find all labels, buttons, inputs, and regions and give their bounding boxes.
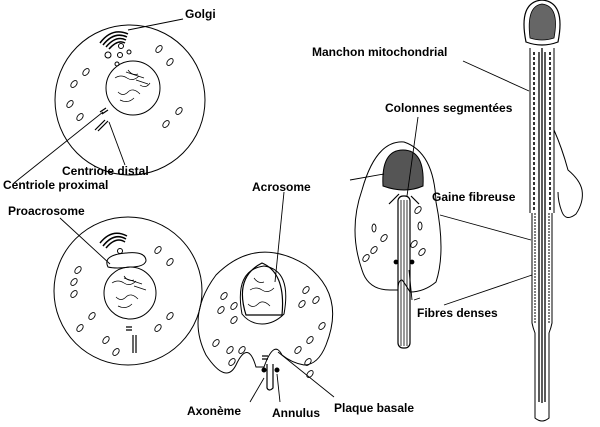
label-colonnes-segmentees: Colonnes segmentées (385, 101, 513, 115)
label-fibres-denses: Fibres denses (417, 306, 498, 320)
label-golgi: Golgi (185, 7, 216, 21)
mitochondria (66, 45, 183, 128)
vesicles (104, 43, 132, 67)
midpiece (529, 48, 555, 403)
mitochondria (212, 286, 326, 378)
label-centriole-distal: Centriole distal (62, 164, 149, 178)
cell-membrane (197, 251, 334, 374)
cell-membrane (54, 24, 206, 176)
label-manchon-mitochondrial: Manchon mitochondrial (312, 45, 448, 59)
mitochondria (362, 206, 426, 262)
acrosome-cap (241, 262, 284, 316)
nucleus (239, 265, 287, 325)
label-acrosome: Acrosome (252, 180, 311, 194)
proacrosome-vesicle (106, 252, 147, 269)
cell-stage-5 (523, 0, 583, 422)
label-gaine-fibreuse: Gaine fibreuse (432, 190, 516, 204)
label-proacrosome: Proacrosome (8, 204, 85, 218)
cell-stage-3 (197, 251, 334, 391)
label-axoneme: Axonème (187, 404, 242, 418)
centrioles (126, 326, 137, 353)
leader-lines (13, 18, 533, 403)
nucleus (382, 149, 424, 191)
head (523, 0, 561, 46)
cell-stage-2 (53, 216, 203, 366)
flagellum-start (261, 355, 280, 391)
nucleus (103, 266, 157, 320)
golgi-apparatus (99, 31, 129, 50)
cell-membrane (53, 216, 203, 366)
label-annulus: Annulus (272, 406, 320, 420)
cell-stage-1 (54, 24, 206, 176)
label-centriole-proximal: Centriole proximal (3, 178, 109, 192)
cytoplasmic-droplet (553, 129, 583, 218)
principal-piece (531, 213, 553, 422)
centrioles (94, 107, 109, 132)
label-plaque-basale: Plaque basale (334, 401, 415, 415)
cell-stage-4 (354, 141, 442, 349)
mitochondria (70, 246, 174, 356)
flagellum (388, 193, 420, 349)
nucleus (105, 60, 161, 116)
golgi-apparatus (99, 232, 128, 249)
